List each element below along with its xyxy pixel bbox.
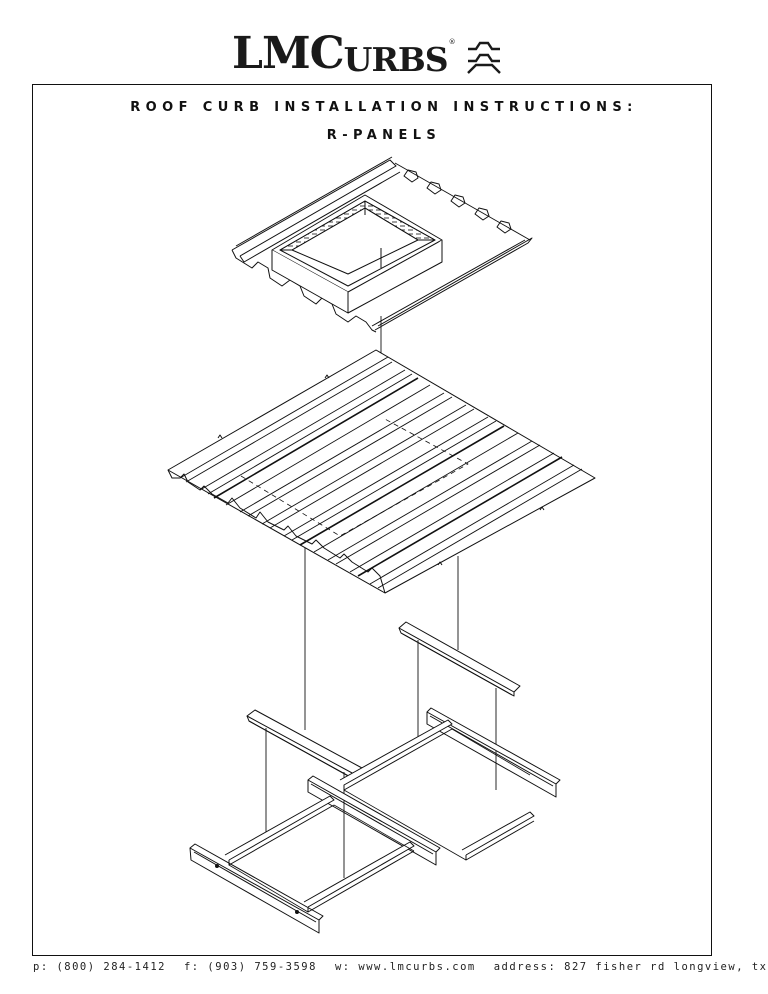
page-title: ROOF CURB INSTALLATION INSTRUCTIONS: — [130, 100, 638, 115]
page-subtitle: R-PANELS — [326, 128, 442, 143]
logo-initials: LMC — [232, 28, 345, 79]
phone-number: p: (800) 284-1412 — [33, 961, 166, 973]
roof-curb-logo-icon — [466, 41, 501, 74]
content-border — [32, 84, 712, 956]
r-panel-roof-sheet — [167, 349, 596, 594]
company-logo: LMC URBS ® — [232, 26, 502, 76]
registered-mark: ® — [448, 38, 456, 46]
fax-number: f: (903) 759-3598 — [183, 961, 317, 973]
rib-bumps — [403, 169, 512, 234]
address-text: address: 827 fisher rd longview, tx 7560… — [493, 961, 768, 973]
support-plates — [246, 621, 521, 780]
logo-text: URBS — [343, 40, 449, 79]
roof-curb-assembly — [231, 156, 533, 333]
support-rail-frame — [189, 707, 561, 934]
contact-footer: p: (800) 284-1412 f: (903) 759-3598 w: w… — [33, 961, 768, 973]
website-link[interactable]: w: www.lmcurbs.com — [334, 961, 476, 973]
